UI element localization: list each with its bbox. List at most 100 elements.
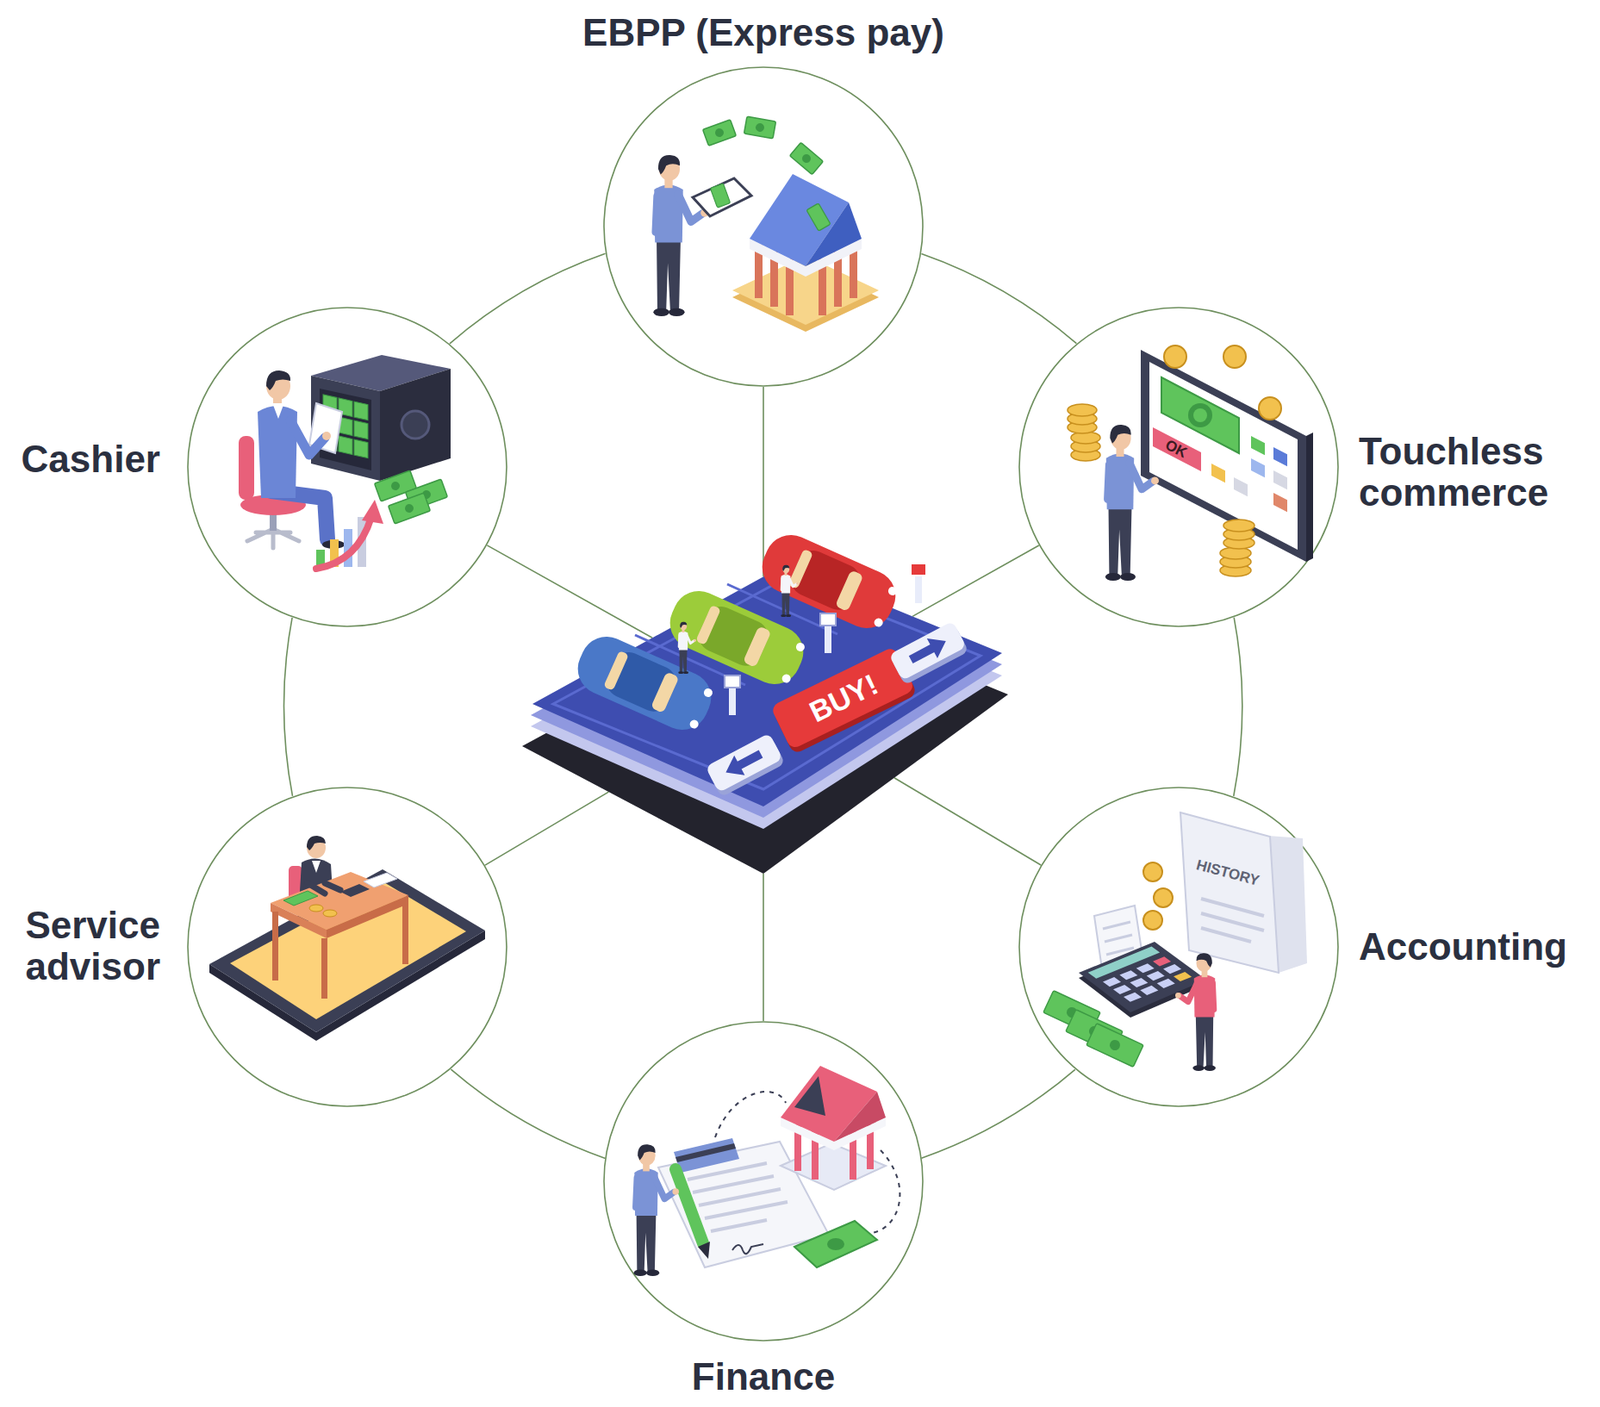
money-bills (744, 116, 777, 139)
calculator (1173, 971, 1192, 982)
kiosks (820, 613, 836, 626)
safe (354, 401, 368, 421)
node-label: Cashier (21, 438, 161, 480)
coins (1164, 345, 1187, 368)
kiosks (724, 675, 741, 716)
kiosks (910, 563, 927, 604)
service-advisor-illustration (311, 860, 321, 873)
calculator (1102, 977, 1121, 987)
touchless-screen-illustration (1251, 458, 1265, 478)
finance-illustration (675, 1143, 736, 1163)
money-bills (390, 480, 402, 492)
tablet-hub: BUY! (516, 516, 1010, 884)
bank-payment-illustration (653, 155, 709, 317)
finance-illustration (673, 1138, 740, 1173)
car-marketplace-tablet (532, 564, 1003, 807)
cashier-illustration (266, 370, 291, 391)
bank-payment-illustration (692, 178, 752, 217)
bank-building (806, 203, 831, 231)
kiosks (910, 563, 927, 576)
blue-car (688, 718, 700, 730)
safe (354, 420, 368, 440)
touchless-screen-illustration (1018, 306, 1339, 628)
money-bills (790, 142, 824, 175)
next-arrow-button (889, 621, 967, 681)
service-advisor-illustration (321, 938, 328, 999)
cashier-illustration (322, 431, 331, 441)
connector-line (921, 1069, 1075, 1158)
touchless-screen-illustration (1233, 477, 1248, 497)
office-chair (247, 529, 299, 548)
green-car (694, 601, 773, 671)
circle-outline (187, 787, 507, 1107)
money-bills (714, 127, 726, 139)
cashier-illustration (290, 420, 325, 455)
connector-line (485, 791, 609, 866)
calculator (1119, 970, 1138, 980)
previous-arrow-button (705, 733, 784, 793)
bank-building (805, 202, 862, 267)
connector-line (762, 386, 765, 577)
blue-car (650, 671, 679, 714)
accounting-illustration (1201, 898, 1264, 942)
circle-outline (187, 307, 507, 627)
kiosks (724, 675, 741, 688)
circle-node: Finance (603, 1021, 924, 1342)
bank-payment-illustration (709, 183, 730, 208)
service-advisor-illustration (402, 903, 409, 965)
calculator (1163, 964, 1182, 974)
finance-illustration (794, 1220, 878, 1268)
finance-illustration (827, 1238, 845, 1251)
next-arrow-button (889, 621, 970, 686)
money-bills (744, 116, 777, 139)
office-chair (238, 435, 255, 500)
circle-outline (603, 1021, 923, 1341)
node-label: Finance (691, 1356, 835, 1398)
touchless-screen-illustration (1152, 427, 1202, 472)
money-bills (703, 119, 737, 146)
blue-car (702, 686, 714, 698)
calculator (1113, 984, 1132, 995)
calculator (1123, 992, 1142, 1003)
circle-outline (1019, 307, 1339, 627)
touchless-screen-illustration (1188, 403, 1213, 428)
touchless-screen-illustration (1193, 408, 1208, 423)
coins (1067, 404, 1097, 417)
money-bills (374, 470, 449, 524)
finance-illustration (603, 1021, 924, 1342)
node-label: Service advisor (9, 904, 161, 987)
blue-car (602, 647, 681, 716)
red-car (753, 526, 904, 636)
safe (379, 368, 451, 481)
calculator (1136, 963, 1155, 973)
money-bills (1108, 1038, 1122, 1053)
bank-payment-illustration (709, 183, 730, 208)
cashier-illustration (271, 491, 328, 540)
calculator (1157, 978, 1176, 989)
bank-building (749, 174, 849, 267)
calculator (1139, 985, 1158, 996)
safe (338, 435, 353, 455)
service-advisor-illustration (283, 890, 318, 906)
money-bills (703, 116, 824, 175)
connector-line (762, 873, 765, 1022)
money-bills (754, 122, 766, 133)
service-advisor-illustration (309, 904, 324, 912)
circle-outline (1019, 787, 1339, 1107)
connector-line (486, 545, 653, 638)
previous-arrow-button (705, 733, 786, 798)
bank-building (794, 1076, 826, 1116)
accounting-illustration (1018, 786, 1339, 1108)
red-car (753, 526, 904, 636)
connector-line (450, 1069, 605, 1158)
money-bills (404, 503, 416, 515)
connector-line (894, 778, 1041, 866)
green-car (695, 604, 722, 646)
touchless-screen-illustration (1306, 432, 1314, 562)
touchless-screen-illustration (1251, 435, 1265, 455)
finance-illustration (732, 1244, 764, 1254)
coins (1258, 397, 1282, 420)
red-car (786, 545, 866, 615)
money-bills (790, 142, 824, 175)
